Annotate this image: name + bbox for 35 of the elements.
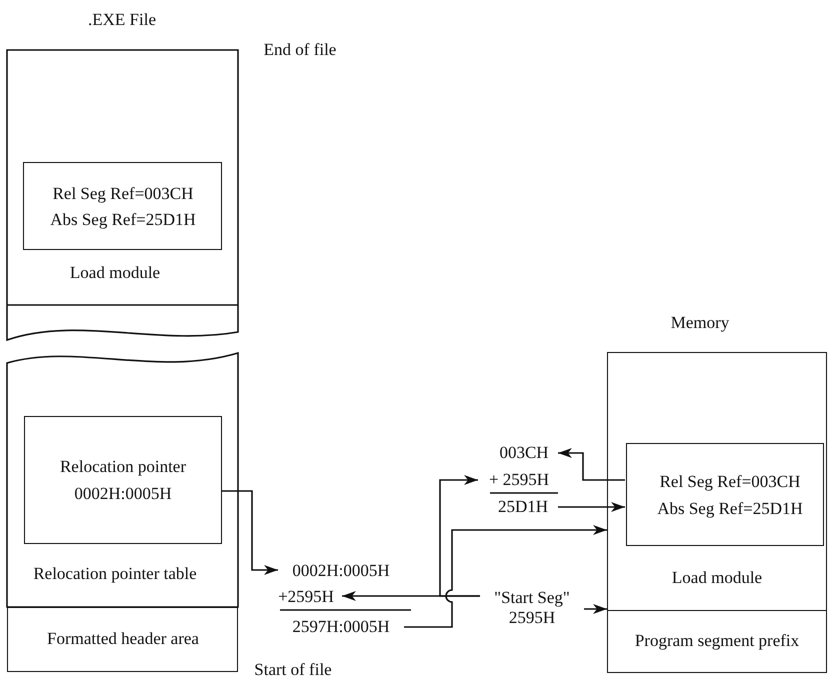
value-text: "Start Seg" 2595H bbox=[493, 588, 571, 628]
value-text: 2597H:0005H bbox=[292, 617, 390, 637]
value-text: 25D1H bbox=[498, 497, 548, 517]
box-label: Abs Seg Ref=25D1H bbox=[50, 210, 196, 230]
arrow bbox=[584, 604, 607, 614]
node-label: Memory bbox=[670, 313, 730, 333]
box-label: Relocation pointer table bbox=[33, 564, 197, 584]
record-box bbox=[24, 416, 222, 544]
memory-region-box bbox=[607, 610, 827, 673]
box-label: Relocation pointer bbox=[60, 457, 186, 477]
box-label: Formatted header area bbox=[47, 629, 199, 649]
value-text: 0002H:0005H bbox=[292, 561, 390, 581]
box-label: Load module bbox=[70, 263, 160, 283]
value-text: +2595H bbox=[278, 587, 334, 607]
box-label: Rel Seg Ref=003CH bbox=[52, 184, 194, 204]
box-label: Load module bbox=[672, 568, 762, 588]
box-label: 0002H:0005H bbox=[74, 484, 172, 504]
record-box bbox=[23, 162, 222, 250]
node-label: .EXE File bbox=[88, 10, 156, 30]
value-text: 003CH bbox=[499, 443, 549, 463]
file-section-box bbox=[7, 50, 238, 342]
arrow bbox=[222, 490, 278, 575]
box-label: Rel Seg Ref=003CH bbox=[660, 472, 800, 492]
value-text: + 2595H bbox=[488, 470, 550, 490]
arrow bbox=[558, 502, 625, 512]
file-section-box bbox=[7, 607, 238, 672]
arrow bbox=[439, 475, 480, 597]
arrow bbox=[558, 448, 625, 481]
arrow bbox=[404, 525, 607, 628]
memory-region-box bbox=[607, 352, 827, 610]
record-box bbox=[626, 443, 824, 546]
node-label: End of file bbox=[264, 40, 336, 60]
box-label: Abs Seg Ref=25D1H bbox=[657, 499, 803, 519]
node-label: Start of file bbox=[254, 660, 332, 680]
box-label: Program segment prefix bbox=[634, 631, 800, 651]
